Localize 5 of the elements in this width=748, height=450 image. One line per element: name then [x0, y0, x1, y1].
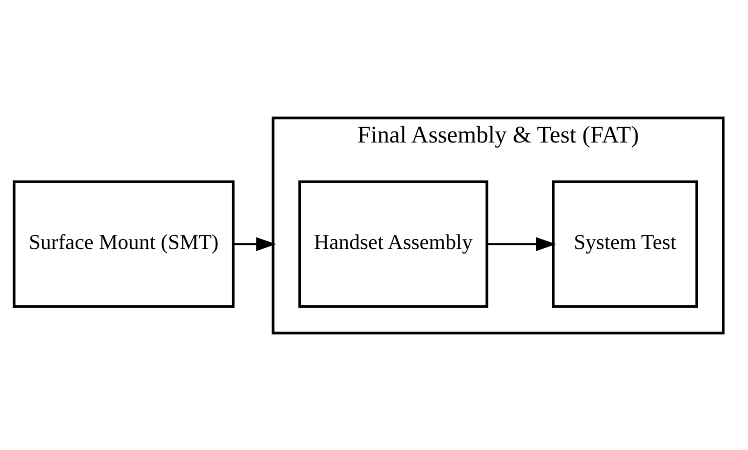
arrow — [234, 236, 276, 251]
node-box: System Test — [552, 180, 698, 308]
node-box: Handset Assembly — [298, 180, 488, 308]
arrow — [487, 236, 556, 251]
node-box: Surface Mount (SMT) — [12, 180, 235, 308]
